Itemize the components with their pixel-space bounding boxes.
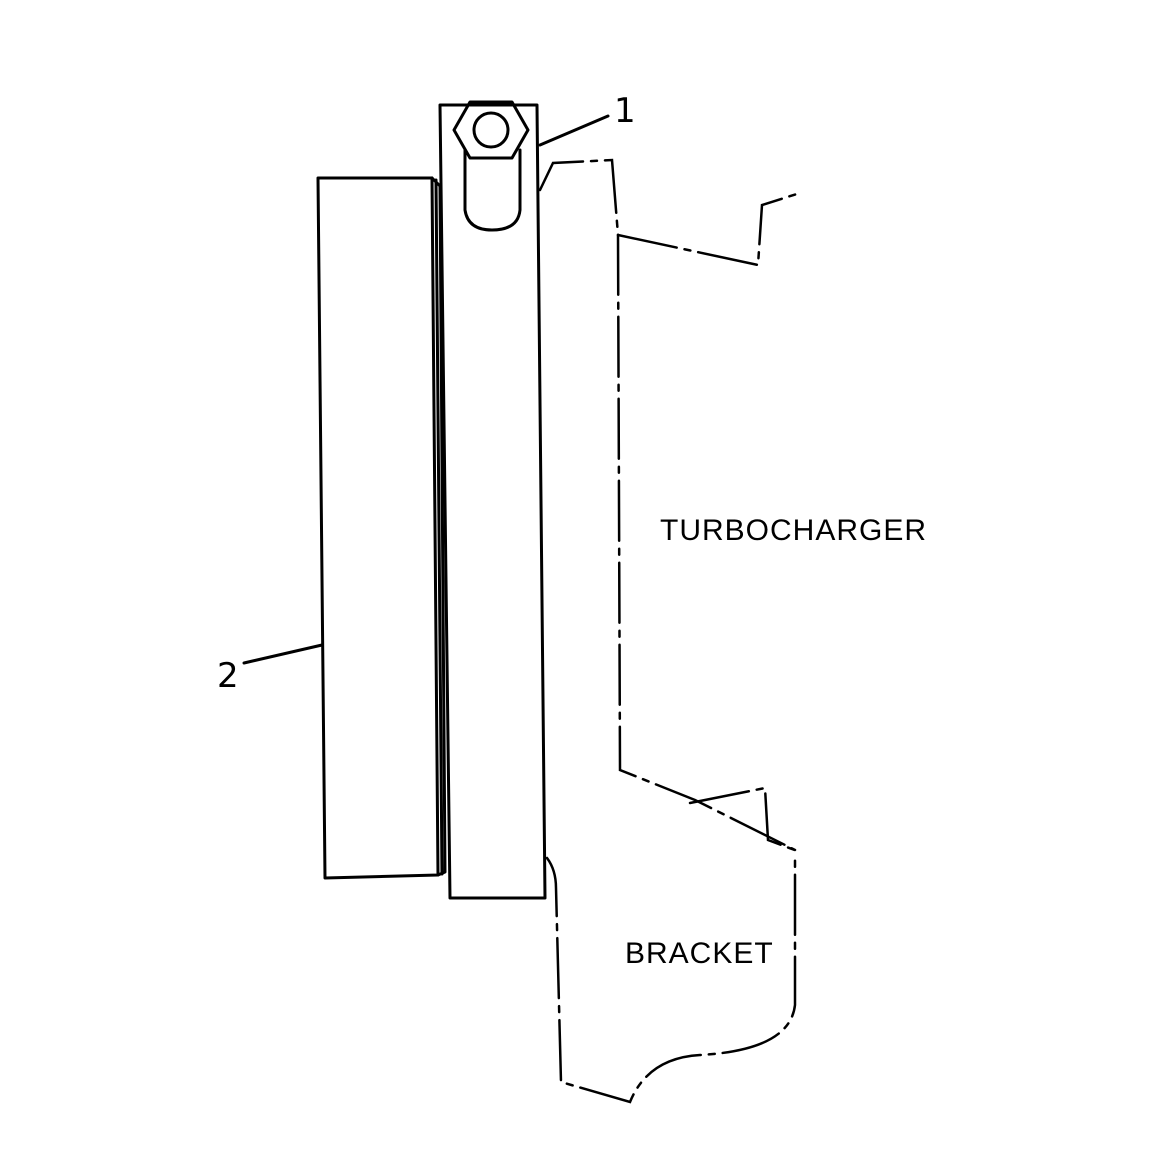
item-2-plate — [316, 176, 447, 880]
callout-2: 2 — [217, 656, 239, 696]
callout-1-leader — [538, 114, 610, 147]
bracket-label: BRACKET — [625, 937, 774, 970]
callout-1: 1 — [614, 91, 636, 131]
callout-2-leader — [242, 643, 324, 665]
hex-nut-icon — [452, 100, 530, 160]
turbocharger-label: TURBOCHARGER — [660, 514, 927, 547]
bracket-outline — [545, 853, 797, 1104]
item-1-strap — [438, 103, 547, 900]
turbocharger-outline — [538, 158, 802, 854]
